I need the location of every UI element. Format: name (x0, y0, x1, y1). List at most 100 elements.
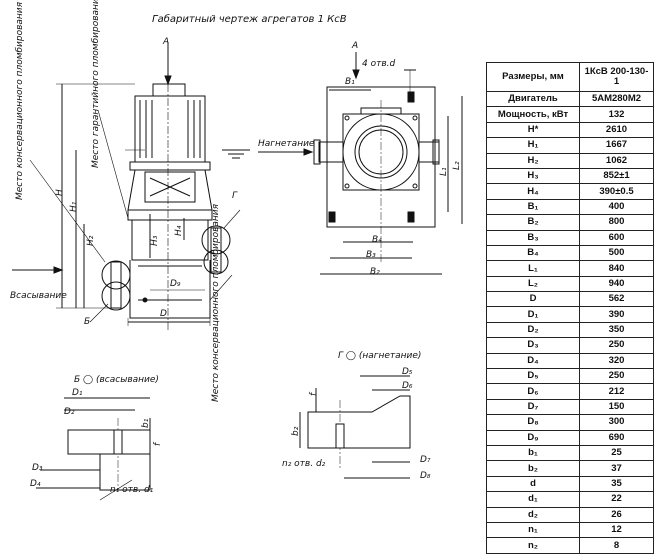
table-cell-param: d₁ (486, 491, 580, 508)
dim-B1-label: B₁ (345, 77, 355, 87)
n1-holes-label: n₁ отв. d₁ (110, 485, 154, 495)
suction-label: Всасывание (10, 291, 67, 301)
table-row: H*2610 (486, 121, 654, 139)
table-cell-param: D₁ (486, 306, 580, 323)
table-cell-value: 250 (579, 337, 654, 354)
dim-D3-label: D₃ (32, 463, 43, 473)
detail-g-letter: Г (338, 351, 344, 361)
dim-D1-label: D₁ (72, 388, 83, 398)
dim-D7-label: D₇ (420, 455, 431, 465)
table-cell-param: B₁ (486, 198, 580, 216)
table-cell-value: 1667 (579, 137, 654, 154)
holes-d-label: 4 отв.d (362, 59, 396, 69)
table-cell-param: L₁ (486, 260, 580, 277)
motor-fan-cover (152, 83, 186, 97)
table-cell-param: Двигатель (486, 90, 580, 108)
dim-H1-label: H₁ (69, 201, 79, 212)
dim-L2-label: L₂ (452, 161, 462, 170)
table-header-model: 1КсВ 200-130-1 (579, 62, 654, 92)
detail-g-sub: (нагнетание) (358, 351, 422, 361)
table-cell-value: 5АМ280М2 (579, 90, 654, 108)
table-cell-param: L₂ (486, 275, 580, 293)
table-cell-value: 22 (579, 491, 654, 508)
table-cell-param: H* (486, 121, 580, 139)
dim-f-b-label: f (153, 442, 163, 446)
table-cell-param: H₂ (486, 152, 580, 169)
conservation-seal-bottom-label: Место консервационного пломбирования (211, 203, 221, 402)
technical-drawing (12, 42, 463, 501)
dim-D9-label: D₉ (170, 279, 181, 289)
dim-L1-label: L₁ (439, 167, 449, 176)
table-cell-param: D (486, 291, 580, 308)
table-cell-param: n₁ (486, 521, 580, 539)
table-cell-param: Мощность, кВт (486, 106, 580, 123)
table-cell-value: 852±1 (579, 167, 654, 185)
dim-B3-label: B₃ (366, 250, 376, 260)
dim-H4-label: H₄ (174, 225, 184, 236)
table-cell-param: H₄ (486, 183, 580, 200)
table-cell-param: D₉ (486, 429, 580, 446)
pump-body (129, 260, 211, 319)
table-header-param: Размеры, мм (486, 62, 580, 92)
suction-flange-lower (101, 281, 131, 311)
table-cell-value: 35 (579, 475, 654, 493)
dim-D6-label: D₆ (402, 381, 413, 391)
dim-H2-label: H₂ (86, 235, 96, 246)
dim-D4-label: D₄ (30, 479, 41, 489)
table-cell-param: D₄ (486, 352, 580, 370)
dim-H-label: H (55, 189, 65, 196)
support-plate (127, 209, 213, 221)
table-cell-param: D₈ (486, 414, 580, 431)
table-cell-value: 300 (579, 414, 654, 431)
n2-holes-label: n₂ отв. d₂ (282, 459, 326, 469)
table-cell-param: B₃ (486, 229, 580, 246)
table-cell-value: 37 (579, 460, 654, 477)
table-cell-value: 390±0.5 (579, 183, 654, 200)
detail-b-letter: Б (74, 375, 81, 385)
table-cell-param: D₂ (486, 321, 580, 339)
table-cell-value: 350 (579, 321, 654, 339)
table-cell-param: H₁ (486, 137, 580, 154)
table-cell-value: 12 (579, 521, 654, 539)
coupling-housing (144, 171, 196, 203)
detail-g-title: Г ◯ (нагнетание) (338, 351, 422, 361)
table-cell-value: 500 (579, 244, 654, 262)
dim-B2-label: B₂ (370, 267, 380, 277)
table-cell-value: 2610 (579, 121, 654, 139)
table-cell-value: 320 (579, 352, 654, 370)
flange-g-plate (307, 395, 411, 449)
table-cell-param: D₆ (486, 383, 580, 400)
flange-b-mark: Б (84, 317, 91, 327)
table-cell-value: 8 (579, 537, 654, 554)
table-cell-param: d (486, 475, 580, 493)
table-cell-value: 250 (579, 368, 654, 385)
table-cell-value: 400 (579, 198, 654, 216)
table-cell-param: D₇ (486, 398, 580, 416)
table-cell-param: n₂ (486, 537, 580, 554)
table-cell-param: b₁ (486, 444, 580, 462)
dim-H3-label: H₃ (150, 235, 160, 246)
table-cell-value: 800 (579, 214, 654, 231)
